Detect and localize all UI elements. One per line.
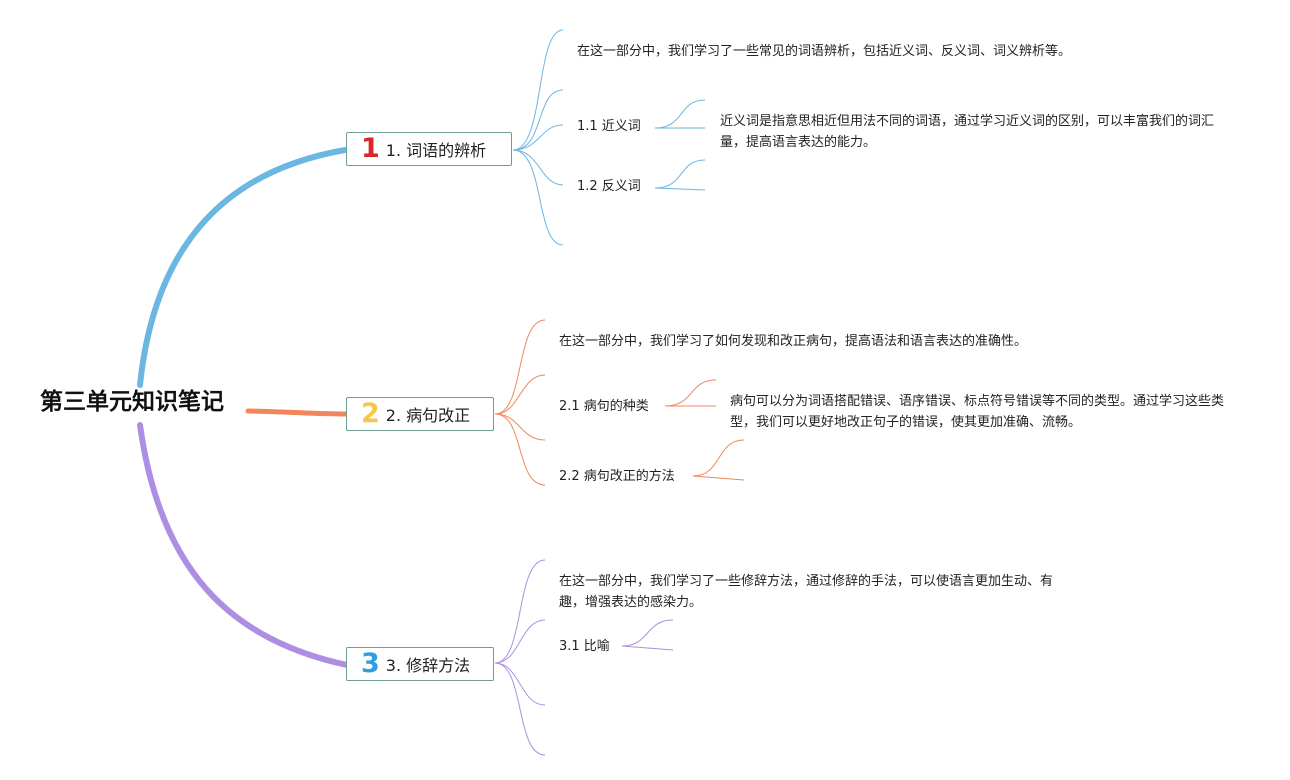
branch-label-2: 2. 病句改正 [385,406,471,425]
branch-label-3: 3. 修辞方法 [385,656,471,675]
branch-3-curve [137,422,350,668]
subtopic-1-1-desc[interactable]: 近义词是指意思相近但用法不同的词语，通过学习近义词的区别，可以丰富我们的词汇量，… [720,114,1215,150]
root-title[interactable]: 第三单元知识笔记 [40,389,224,415]
branch-2-fan [494,319,745,486]
branch-2-curve [245,408,349,417]
branch-node-2[interactable]: 2 2. 病句改正 [346,397,494,431]
branch-node-1[interactable]: 1 1. 词语的辨析 [346,132,512,166]
number-one-badge-icon: 1 [361,133,380,164]
subtopic-2-1[interactable]: 2.1 病句的种类 [559,399,649,414]
branch-1-fan [512,29,706,246]
subtopic-1-1[interactable]: 1.1 近义词 [577,119,641,134]
number-two-badge-icon: 2 [361,398,380,429]
branch-3-fan [494,559,674,756]
branch-3-intro[interactable]: 在这一部分中，我们学习了一些修辞方法，通过修辞的手法，可以使语言更加生动、有趣，… [559,574,1054,610]
number-three-badge-icon: 3 [361,648,380,679]
branch-1-curve [137,147,348,388]
branch-1-intro[interactable]: 在这一部分中，我们学习了一些常见的词语辨析，包括近义词、反义词、词义辨析等。 [577,44,1072,59]
subtopic-2-2[interactable]: 2.2 病句改正的方法 [559,469,675,484]
branch-node-3[interactable]: 3 3. 修辞方法 [346,647,494,681]
subtopic-1-2[interactable]: 1.2 反义词 [577,179,641,194]
subtopic-3-1[interactable]: 3.1 比喻 [559,639,610,654]
subtopic-2-1-desc[interactable]: 病句可以分为词语搭配错误、语序错误、标点符号错误等不同的类型。通过学习这些类型，… [730,394,1225,430]
branch-2-intro[interactable]: 在这一部分中，我们学习了如何发现和改正病句，提高语法和语言表达的准确性。 [559,334,1028,349]
branch-label-1: 1. 词语的辨析 [385,141,487,160]
